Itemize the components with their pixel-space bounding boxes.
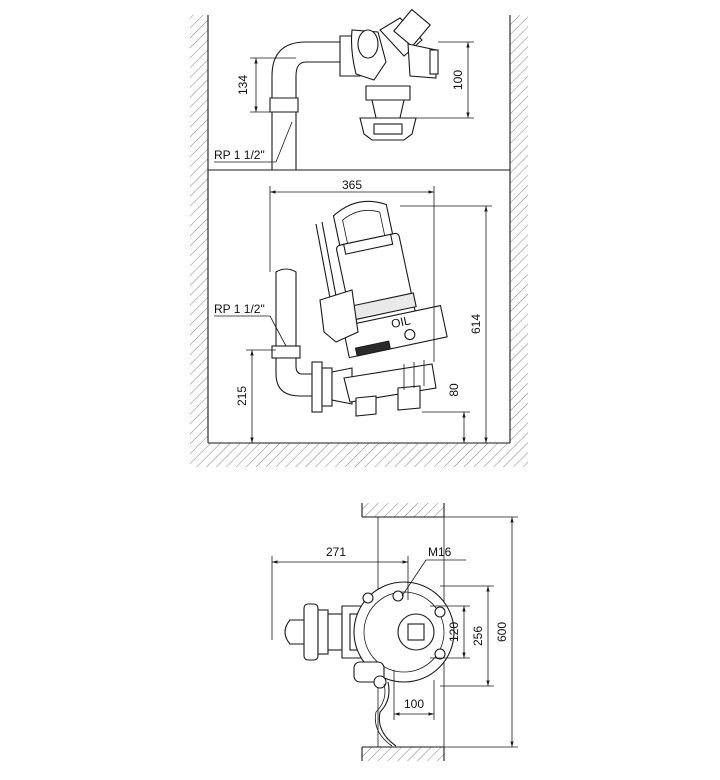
oil-plug — [404, 329, 416, 341]
label-thread-side: RP 1 1/2" — [214, 302, 265, 316]
pump-nameplate — [354, 340, 391, 357]
plan-flange-right — [327, 613, 343, 651]
dim-pit-width: 600 — [495, 622, 509, 642]
riser-elbow — [271, 41, 343, 99]
cable-gland — [319, 289, 359, 343]
dim-overall-length: 271 — [326, 545, 346, 559]
plan-flange-left — [303, 603, 319, 661]
plan-lug-eye — [373, 675, 387, 689]
riser-coupling — [269, 97, 299, 113]
foot-left — [355, 395, 377, 417]
pump-flange-outer — [311, 361, 323, 413]
plan-hub-square — [407, 623, 425, 641]
valve-cap — [393, 8, 431, 48]
side-dimensions: 365 614 80 215 RP 1 1/2" — [214, 178, 492, 443]
plan-motor-ring — [363, 591, 445, 673]
bolt-bottom-right — [434, 648, 446, 660]
pit-walls — [190, 15, 528, 467]
riser-pipe-lower — [271, 107, 297, 171]
dim-base-height: 80 — [447, 383, 461, 397]
valve-outlet — [407, 43, 437, 79]
label-thread-top: RP 1 1/2" — [214, 148, 265, 162]
plan-walls — [361, 503, 445, 761]
bolt-top — [392, 590, 404, 602]
motor-handle — [332, 200, 394, 246]
pump-side-view: OIL — [271, 200, 448, 417]
coupling-body — [365, 85, 411, 101]
dim-total-height: 614 — [469, 314, 483, 334]
outlet-coupling — [271, 345, 301, 359]
volute — [343, 363, 437, 403]
pump-chamber — [342, 304, 448, 359]
motor-top-ring — [342, 233, 394, 255]
left-wall — [190, 15, 208, 443]
coupling-neck — [371, 99, 405, 119]
top-dimensions: 134 100 RP 1 1/2" — [214, 41, 474, 163]
dim-flange-width: 256 — [471, 626, 485, 646]
valve-disc — [357, 29, 379, 59]
bolt-right — [434, 606, 446, 618]
right-wall — [510, 15, 528, 443]
plan-wall-top — [362, 503, 444, 517]
dim-inner-width: 120 — [447, 622, 461, 642]
dim-offset: 100 — [404, 697, 424, 711]
dim-width: 365 — [342, 178, 362, 192]
plan-dimensions: 271 M16 120 256 600 100 — [271, 516, 518, 748]
pit-floor — [190, 443, 528, 467]
dim-riser-height: 134 — [236, 75, 250, 95]
pump-flange-inner — [321, 367, 333, 407]
pump-plan-view — [284, 581, 455, 747]
dim-valve-height: 100 — [451, 70, 465, 90]
bolt-top-left — [362, 592, 374, 604]
dim-outlet-height: 215 — [235, 386, 249, 406]
plan-flange-mid — [317, 609, 329, 655]
label-oil: OIL — [390, 313, 412, 331]
top-riser-assembly — [269, 8, 439, 171]
valve-flange — [429, 49, 439, 75]
plan-wall-bottom — [362, 747, 444, 761]
foot-right — [397, 385, 421, 411]
guide-bracket — [373, 123, 403, 135]
label-bolt: M16 — [428, 545, 452, 559]
outlet-riser — [275, 268, 297, 353]
